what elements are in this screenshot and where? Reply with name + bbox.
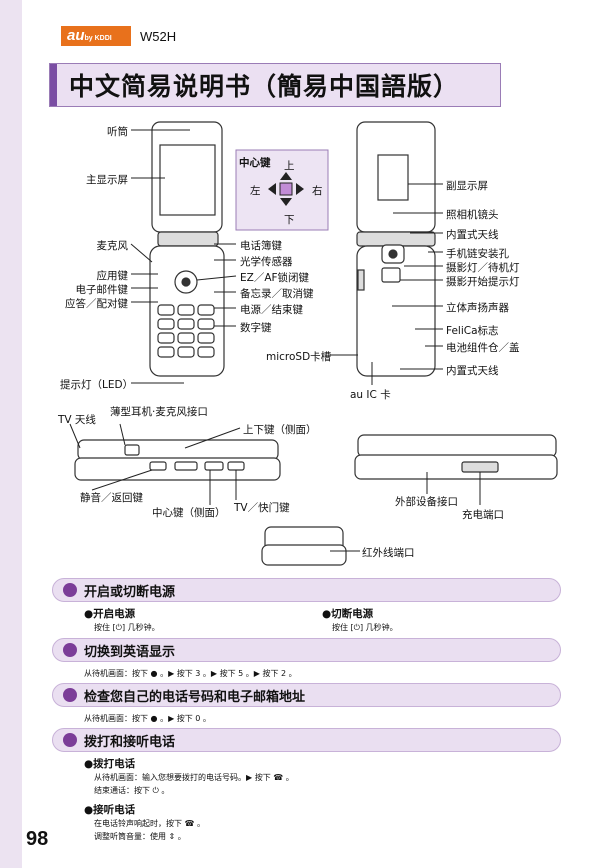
make-call-head: ●拨打电话 [84,758,136,770]
page-number: 98 [26,828,49,850]
label-mail-key: 电子邮件键 [75,284,129,296]
section-calls: 拨打和接听电话 [52,728,561,752]
bullet-dot [63,643,77,657]
label-memo-key: 备忘录／取消键 [240,288,314,300]
label-earpiece: 听筒 [107,126,128,138]
model-name: W52H [140,29,177,44]
label-updown-key: 上下键（侧面） [243,424,317,436]
dpad-up: 上 [284,160,295,172]
label-shoot-indicator: 摄影开始提示灯 [446,276,520,288]
label-phonebook-key: 电话簿键 [240,240,282,252]
label-power-key: 电源／结束键 [240,304,303,316]
end-call-body: 结束通话：按下 ⏻ 。 [94,786,170,795]
power-off-body: 按住 [⏻] 几秒钟。 [332,623,398,632]
label-tv-shutter: TV／快门键 [234,502,290,514]
label-au-ic: au IC 卡 [350,389,391,401]
label-ext-port: 外部设备接口 [395,496,458,508]
bullet-dot [63,733,77,747]
label-microsd: microSD卡槽 [266,351,332,363]
label-infrared: 红外线端口 [362,547,415,559]
label-charge-port: 充电端口 [462,509,504,521]
make-call-body: 从待机画面：输入您想要拨打的电话号码。▶ 按下 ☎ 。 [94,773,294,782]
section-power: 开启或切断电源 [52,578,561,602]
label-main-display: 主显示屏 [86,174,128,186]
label-answer-key: 应答／配对键 [65,298,128,310]
title-banner: 中文简易说明书（簡易中国語版） [49,63,501,107]
power-on-body: 按住 [⏻] 几秒钟。 [94,623,160,632]
main-display-outline [159,144,216,216]
dpad-left: 左 [250,185,261,197]
label-earphone-jack: 薄型耳机·麦克风接口 [110,406,208,418]
label-stereo-speaker: 立体声扬声器 [446,302,509,314]
label-number-keys: 数字键 [240,322,272,334]
au-logo: auby KDDI [61,26,131,46]
section-title: 检查您自己的电话号码和电子邮箱地址 [84,689,306,705]
phone-hinge [157,231,219,247]
label-camera-lens: 照相机镜头 [446,209,499,221]
label-tv-antenna: TV 天线 [58,414,96,426]
answer-call-head: ●接听电话 [84,804,136,816]
answer-call-body: 在电话铃声响起时，按下 ☎ 。 [94,819,206,828]
page-sidebar-band [0,0,22,868]
label-ez-af-key: EZ／AF锁闭键 [240,272,310,284]
section-title: 拨打和接听电话 [84,734,176,750]
label-felica: FeliCa标志 [446,325,499,337]
section-check-number: 检查您自己的电话号码和电子邮箱地址 [52,683,561,707]
label-strap-hole: 手机链安装孔 [446,248,509,260]
label-app-key: 应用键 [96,270,129,282]
bullet-dot [63,688,77,702]
label-sub-display: 副显示屏 [446,180,488,192]
dpad-title: 中心键 [239,157,271,169]
volume-body: 调整听筒音量：使用 ⇕ 。 [94,832,186,841]
label-center-side: 中心键（侧面） [152,507,226,519]
check-number-steps: 从待机画面：按下 ● 。▶ 按下 0 。 [84,714,211,723]
bullet-dot [63,583,77,597]
center-key [181,277,191,287]
section-title: 开启或切断电源 [84,584,176,600]
power-on-head: ●开启电源 [84,608,136,620]
sub-display-outline [377,154,409,201]
dpad-right: 右 [312,185,323,197]
label-antenna-2: 内置式天线 [446,365,499,377]
title-accent-bar [50,64,57,106]
phone-side-top [77,439,279,461]
section-title: 切换到英语显示 [84,644,176,660]
label-antenna-1: 内置式天线 [446,229,499,241]
label-microphone: 麦克风 [96,240,129,252]
label-optical-sensor: 光学传感器 [240,256,293,268]
label-mute-key: 静音／返回键 [80,492,143,504]
page-title: 中文简易说明书（簡易中国語版） [69,72,460,101]
label-led: 提示灯（LED） [60,379,134,391]
label-photo-light: 摄影灯／待机灯 [446,262,520,274]
english-steps: 从待机画面：按下 ● 。▶ 按下 3 。▶ 按下 5 。▶ 按下 2 。 [84,669,297,678]
label-battery-cover: 电池组件仓／盖 [446,342,520,354]
section-english: 切换到英语显示 [52,638,561,662]
power-off-head: ●切断电源 [322,608,374,620]
dpad-down: 下 [284,214,295,226]
